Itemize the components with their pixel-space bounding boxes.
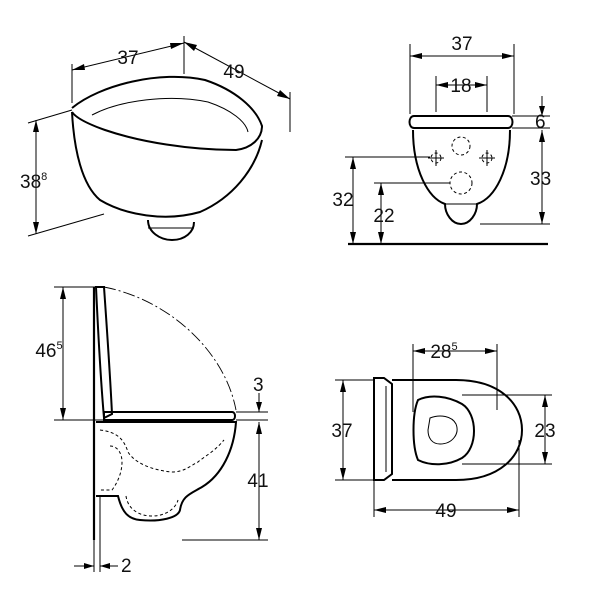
- arrowhead: [539, 130, 545, 142]
- arrowhead: [33, 120, 39, 132]
- side-lid-swing-arc: [103, 286, 237, 411]
- arrowhead: [485, 348, 497, 354]
- front-outlet-opening: [449, 171, 473, 195]
- perspective-width-label: 37: [117, 48, 138, 69]
- top-width-label: 37: [331, 421, 352, 442]
- perspective-depth-label: 49: [223, 62, 244, 83]
- arrowhead: [33, 222, 39, 234]
- perspective-bowl: [71, 111, 263, 218]
- perspective-outlet: [147, 219, 195, 242]
- front-outlet-height-label: 22: [373, 206, 394, 227]
- front-bowl-height-label: 33: [530, 169, 551, 190]
- arrowhead: [350, 232, 356, 244]
- front-width-label: 37: [451, 34, 472, 55]
- arrowhead: [340, 380, 346, 392]
- arrowhead: [170, 43, 184, 49]
- arrowhead: [507, 507, 519, 513]
- arrowhead: [539, 212, 545, 224]
- side-seat-thickness-label: 3: [253, 375, 264, 396]
- front-seat: [408, 115, 514, 129]
- arrowhead: [256, 528, 262, 540]
- front-fixing-left: [428, 150, 444, 166]
- arrowhead: [72, 64, 85, 70]
- arrowhead: [184, 42, 197, 51]
- arrowhead: [378, 232, 384, 244]
- arrowhead: [378, 183, 384, 195]
- top-depth-label: 49: [435, 501, 456, 522]
- top-outlet: [427, 415, 458, 445]
- arrowhead: [60, 287, 66, 299]
- perspective-height-sup: 8: [41, 171, 47, 183]
- arrowhead: [542, 395, 548, 407]
- perspective-width-dimension-line: [71, 42, 185, 71]
- side-open-lid: [94, 286, 114, 420]
- perspective-ext-line: [27, 109, 73, 124]
- arrowhead: [374, 507, 386, 513]
- arrowhead: [100, 563, 110, 569]
- side-view: 465 3 41 2: [35, 286, 269, 577]
- side-seat: [103, 411, 236, 421]
- perspective-depth-dimension-line: [183, 41, 291, 100]
- arrowhead: [256, 402, 262, 412]
- top-inner-width-label: 285: [430, 341, 457, 363]
- arrowhead: [60, 408, 66, 420]
- arrowhead: [277, 90, 290, 99]
- arrowhead: [350, 157, 356, 169]
- top-inner-width-main: 28: [430, 342, 451, 363]
- side-wall-gap-label: 2: [121, 556, 132, 577]
- top-inner-width-sup: 5: [452, 341, 458, 353]
- top-wall-plate: [373, 377, 393, 481]
- side-inner-outlet: [125, 495, 179, 517]
- arrowhead: [413, 348, 425, 354]
- perspective-seat-inner: [91, 97, 249, 133]
- front-view: 37 18 6 33 32 22: [332, 34, 551, 246]
- arrowhead: [410, 53, 422, 59]
- side-bowl-height-label: 41: [247, 471, 268, 492]
- perspective-seat: [71, 75, 264, 152]
- arrowhead: [475, 82, 487, 88]
- perspective-height-label: 388: [20, 171, 47, 193]
- top-view: 37 285 23 49: [331, 341, 555, 522]
- side-lid-height-sup: 5: [57, 340, 63, 352]
- arrowhead: [340, 468, 346, 480]
- perspective-view: 37 49 388: [20, 36, 291, 242]
- side-inner-trap: [99, 429, 225, 491]
- front-water-inlet: [451, 136, 471, 156]
- arrowhead: [436, 82, 448, 88]
- perspective-ext-line: [27, 213, 105, 237]
- top-bowl-opening: [412, 395, 475, 466]
- front-fixing-right: [479, 150, 495, 166]
- front-fixing-height-label: 32: [332, 190, 353, 211]
- arrowhead: [502, 53, 514, 59]
- top-opening-depth-label: 23: [534, 421, 555, 442]
- arrowhead: [539, 106, 545, 116]
- perspective-height-main: 38: [20, 172, 41, 193]
- side-lid-height-label: 465: [35, 340, 62, 362]
- arrowhead: [84, 563, 94, 569]
- top-seat-outline: [392, 379, 524, 481]
- arrowhead: [256, 422, 262, 434]
- front-seat-thickness-label: 6: [535, 112, 546, 133]
- side-bowl: [96, 421, 238, 522]
- front-fixing-spacing-label: 18: [450, 76, 471, 97]
- front-bowl: [412, 129, 511, 226]
- arrowhead: [542, 452, 548, 464]
- side-lid-height-main: 46: [35, 341, 56, 362]
